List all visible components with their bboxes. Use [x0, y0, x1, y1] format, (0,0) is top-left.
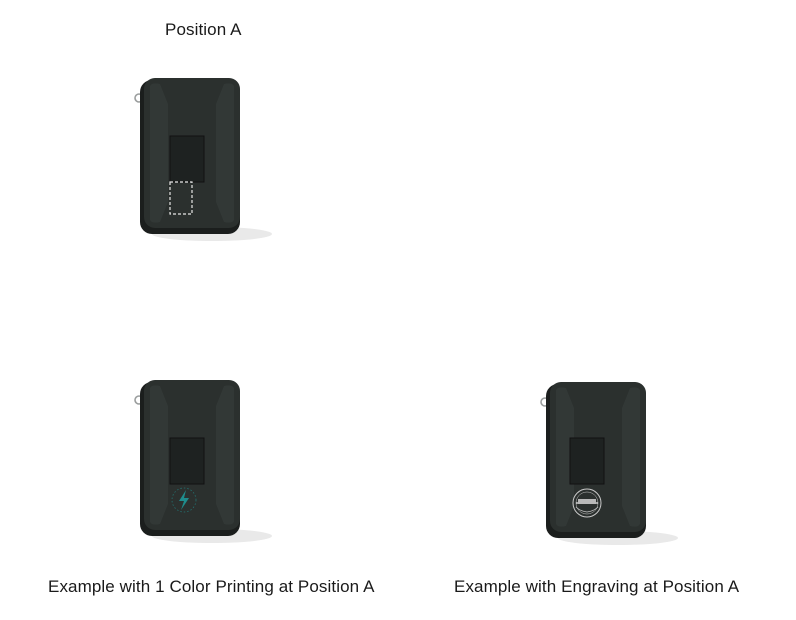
circular-badge-icon	[572, 488, 602, 518]
print-example-caption: Example with 1 Color Printing at Positio…	[48, 577, 375, 596]
print-area-marker	[169, 181, 193, 215]
position-a-title: Position A	[165, 20, 242, 39]
engraving-example-caption: Example with Engraving at Position A	[454, 577, 740, 596]
product-image-engraving-example	[536, 378, 686, 548]
product-image-print-example	[130, 376, 280, 546]
case-illustration	[134, 78, 272, 241]
product-image-position-a	[130, 74, 280, 244]
lightning-bolt-icon	[171, 487, 197, 513]
